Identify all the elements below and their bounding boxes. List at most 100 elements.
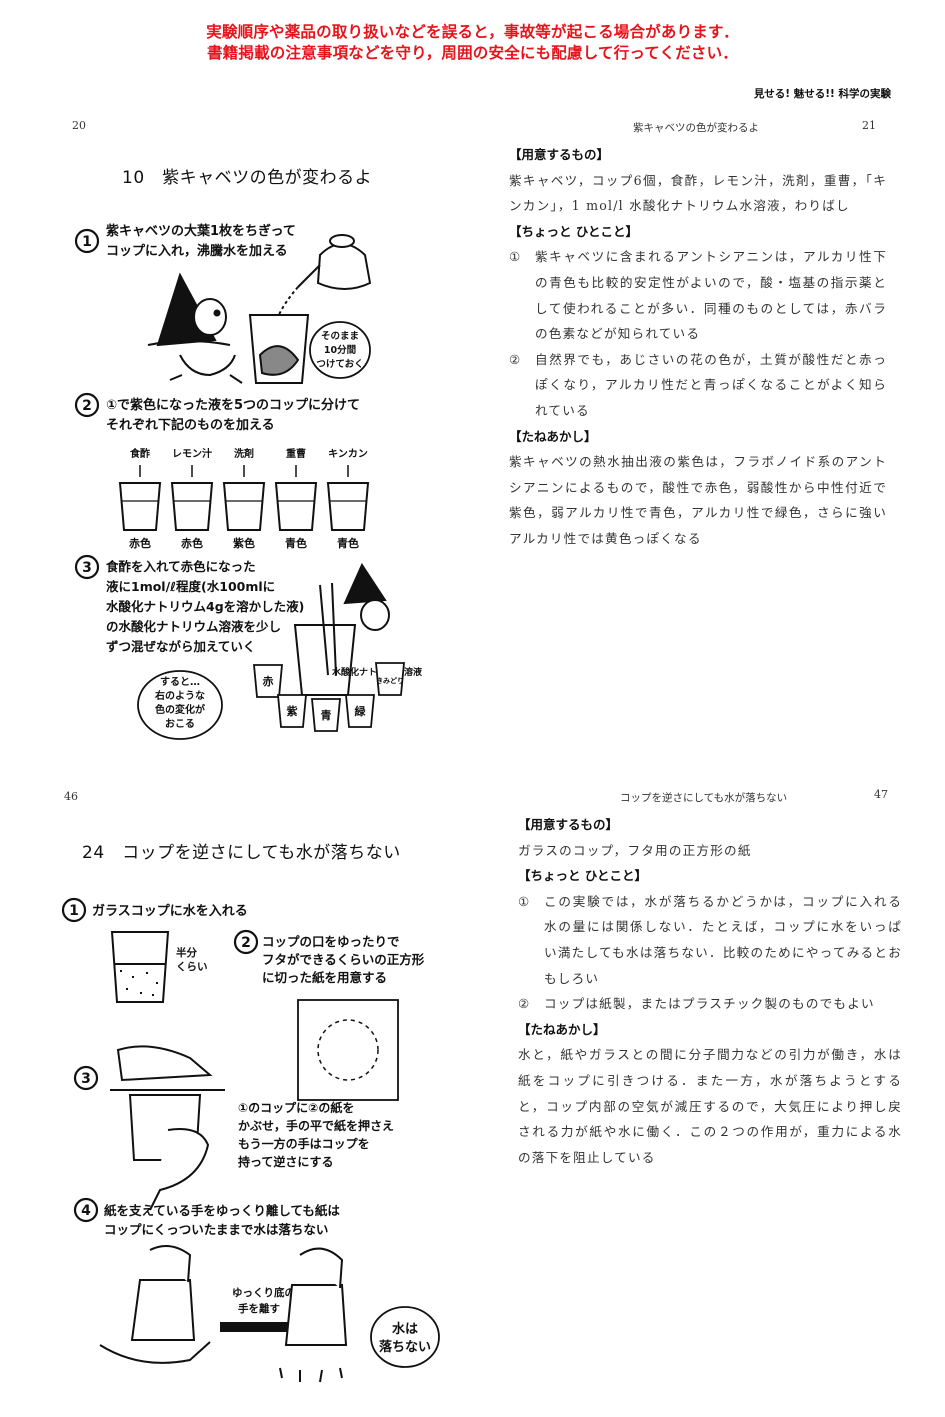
step-3: 3 食酢を入れて赤色になった 液に1mol/ℓ程度(水100mlに 水酸化ナトリ…: [74, 554, 304, 654]
step3-line-1: 食酢を入れて赤色になった: [105, 559, 256, 574]
s2-step4-line-2: コップにくっついたままで水は落ちない: [104, 1222, 328, 1237]
running-head: コップを逆さにしても水が落ちない: [620, 792, 788, 804]
step3-line-4: の水酸化ナトリウム溶液を少し: [106, 619, 281, 634]
step-1: 1 紫キャベツの大葉1枚をちぎって コップに入れ，沸騰水を加える: [74, 223, 296, 259]
chapter-title: 24 コップを逆さにしても水が落ちない: [82, 843, 401, 863]
prepare-text: 紫キャベツ，コップ6個，食酢，レモン汁，洗剤，重曹，「キンカン」，1 mol/l…: [509, 172, 887, 214]
s2-step2-line-2: フタができるくらいの正方形: [262, 952, 425, 967]
cup-paper-illustration: 1 ガラスコップに水を入れる 半分 くらい 2 コップの口をゆったりで フタがで…: [61, 897, 440, 1383]
note-bubble: [309, 321, 371, 379]
trick-heading: 【たねあかし】: [518, 1021, 606, 1037]
color-label: 赤色: [129, 536, 151, 550]
color-label: 青色: [285, 536, 307, 550]
inverted-cup-left-icon: [99, 1245, 211, 1364]
glass-half-water-icon: [110, 931, 170, 1003]
color-label: 青色: [337, 536, 359, 550]
change-cup: 青: [311, 698, 341, 732]
additive-label: 食酢: [129, 447, 150, 460]
hand-holding-cup-icon: [110, 1045, 225, 1211]
trick-text: 水と，紙やガラスとの間に分子間力などの引力が働き，水は紙をコップに引きつける．ま…: [518, 1047, 902, 1165]
step2-text-a: ①で紫色になった液を5つのコップに分けて: [106, 397, 360, 413]
s2-step4-line-1: 紙を支えている手をゆっくり離しても紙は: [104, 1203, 340, 1218]
page-number-right: 21: [862, 119, 876, 132]
svg-text:4: 4: [81, 1203, 91, 1219]
change-cup: 緑: [345, 694, 375, 728]
cup-with-cabbage-icon: [248, 314, 310, 384]
note-heading: 【ちょっと ひとこと】: [518, 868, 647, 884]
additive-label: 洗剤: [234, 447, 254, 460]
running-head: 紫キャベツの色が変わるよ: [633, 122, 759, 134]
s2-step1-text: ガラスコップに水を入れる: [92, 903, 248, 919]
step1-text-b: コップに入れ，沸騰水を加える: [106, 243, 288, 259]
stirring-cup-icon: [293, 562, 390, 696]
step3-line-2: 液に1mol/ℓ程度(水100mlに: [106, 579, 275, 594]
note-heading: 【ちょっと ひとこと】: [509, 223, 638, 239]
speech-bubble: [137, 670, 223, 740]
svg-text:3: 3: [82, 560, 92, 576]
spread2-text: 【用意するもの】 ガラスのコップ，フタ用の正方形の紙 【ちょっと ひとこと】 ①…: [518, 812, 902, 1170]
additive-label: レモン汁: [172, 447, 212, 460]
s2-step1-note-a: 半分: [176, 946, 197, 959]
arrow-label-b: 手を離す: [238, 1302, 280, 1315]
bubble-line-4: おこる: [165, 718, 195, 730]
inverted-cup-right-icon: [279, 1247, 348, 1383]
s2-step1-note-b: くらい: [176, 961, 208, 973]
change-cup: 紫: [277, 694, 307, 728]
step3-line-5: ずつ混ぜながら加えていく: [106, 639, 255, 654]
bubble-line-2: 右のような: [154, 689, 205, 702]
s2-step2-line-1: コップの口をゆったりで: [262, 934, 400, 949]
kettle-icon: [277, 234, 372, 318]
result-bubble: [370, 1306, 440, 1368]
warning-line-1: 実験順序や薬品の取り扱いなどを誤ると，事故等が起こる場合があります．: [206, 23, 739, 41]
square-paper-icon: [297, 999, 399, 1101]
color-label: 紫色: [233, 536, 255, 550]
bubble-line-3: 色の変化が: [155, 703, 206, 716]
s2-step3-line-4: 持って逆さにする: [238, 1154, 334, 1169]
svg-text:1: 1: [69, 903, 79, 919]
prepare-text: ガラスのコップ，フタ用の正方形の紙: [518, 842, 752, 858]
bubble-result-a: 水は: [392, 1321, 418, 1337]
step1-note-a: そのまま: [321, 330, 359, 342]
s2-step3-line-2: かぶせ，手の平で紙を押さえ: [238, 1118, 394, 1133]
change-color-label: 紫: [287, 704, 298, 718]
change-color-label: 緑: [355, 704, 367, 718]
page-number-right: 47: [874, 788, 888, 801]
color-label: 赤色: [181, 536, 203, 550]
svg-text:3: 3: [81, 1071, 91, 1087]
note-item: ② コップは紙製，またはプラスチック製のものでもよい: [518, 996, 875, 1012]
bubble-line-1: すると…: [160, 676, 200, 688]
color-change-cups: 赤紫 青 緑 きみどり: [253, 662, 405, 732]
change-color-label: 赤: [263, 674, 274, 688]
note-item: ① 紫キャベツに含まれるアントシアニンは，アルカリ性下の青色も比較的安定性がよい…: [509, 249, 887, 342]
step2-text-b: それぞれ下記のものを加える: [106, 417, 275, 433]
arrow-label-a: ゆっくり底の: [232, 1286, 295, 1299]
step1-note-b: 10分間: [324, 344, 356, 356]
additive-label: キンカン: [328, 448, 368, 460]
bubble-result-b: 落ちない: [379, 1339, 431, 1355]
additive-label: 重曹: [286, 447, 306, 460]
safety-warning: 実験順序や薬品の取り扱いなどを誤ると，事故等が起こる場合があります． 書籍掲載の…: [0, 22, 945, 64]
page-number-left: 20: [72, 119, 86, 132]
change-cup: 赤: [253, 664, 283, 698]
prepare-heading: 【用意するもの】: [509, 147, 610, 162]
s2-step2-line-3: に切った紙を用意する: [262, 970, 387, 985]
note-item: ② 自然界でも，あじさいの花の色が，土質が酸性だと赤っぽくなり，アルカリ性だと青…: [509, 351, 887, 418]
prepare-heading: 【用意するもの】: [518, 817, 619, 832]
cabbage-illustration: 1 紫キャベツの大葉1枚をちぎって コップに入れ，沸騰水を加える そのまま 10…: [74, 223, 423, 740]
step1-note-c: つけておく: [316, 359, 363, 370]
change-cup: きみどり: [375, 662, 405, 696]
spread1-text: 【用意するもの】 紫キャベツ，コップ6個，食酢，レモン汁，洗剤，重曹，「キンカン…: [509, 142, 887, 552]
page-number-left: 46: [64, 790, 78, 803]
svg-text:2: 2: [82, 398, 92, 414]
change-color-label: 青: [321, 708, 332, 722]
change-color-label: きみどり: [376, 676, 404, 685]
note-item: ① この実験では，水が落ちるかどうかは，コップに入れる水の量には関係しない．たと…: [518, 893, 902, 986]
s2-step3-line-3: もう一方の手はコップを: [238, 1136, 370, 1151]
trick-text: 紫キャベツの熱水抽出液の紫色は，フラボノイド系のアントシアニンによるもので，酸性…: [509, 454, 887, 546]
witch-character-icon: [147, 272, 243, 384]
